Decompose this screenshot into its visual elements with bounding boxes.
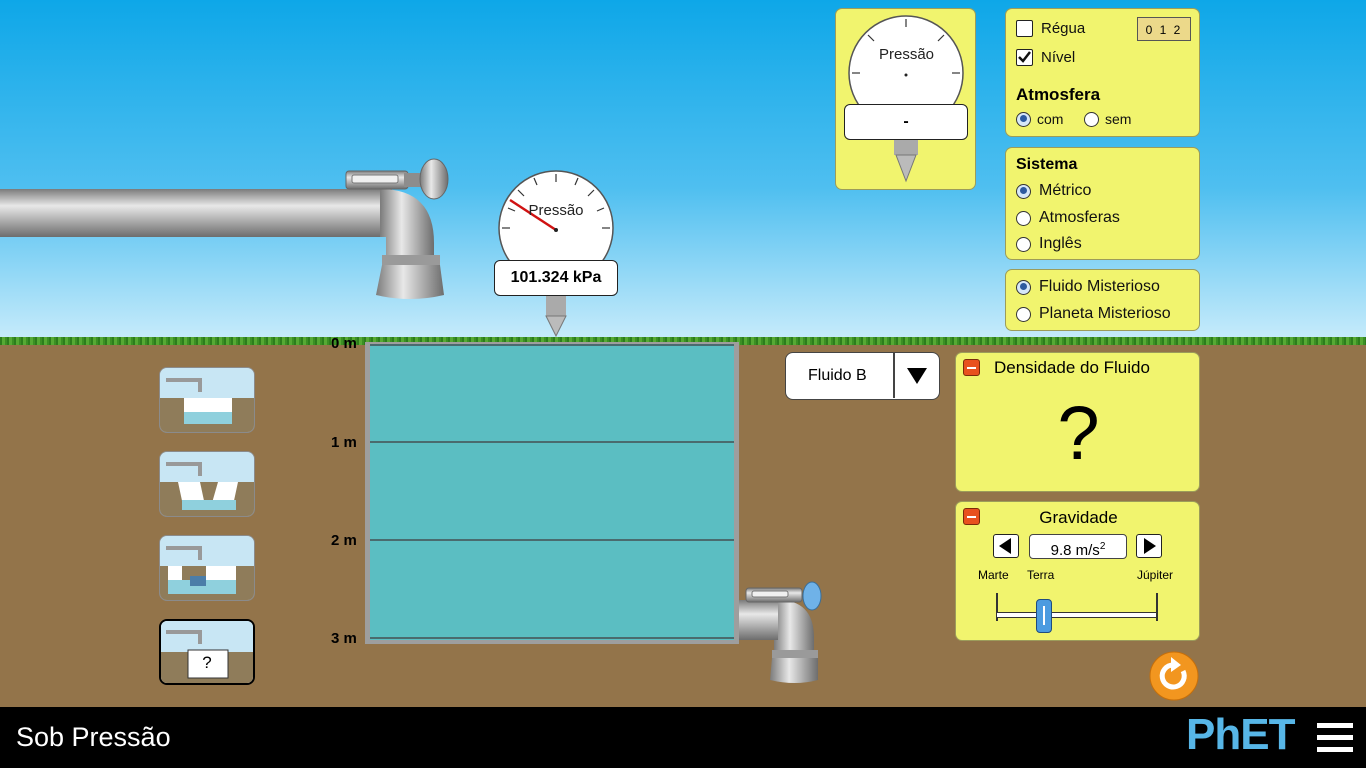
depth-line-1 <box>370 441 734 443</box>
mystery-radio-planet-dot[interactable] <box>1016 306 1031 322</box>
scene-mystery-pool[interactable]: ? <box>159 619 255 685</box>
fluid-density-panel: Densidade do Fluido ? <box>955 352 1200 492</box>
navigation-bar <box>0 707 1366 768</box>
gravity-panel: Gravidade 9.8 m/s2 Marte Terra Júpiter <box>955 501 1200 641</box>
mystery-pool-label: ? <box>202 653 212 672</box>
atmosphere-on-radio-dot[interactable] <box>1016 111 1031 127</box>
bottom-faucet[interactable] <box>734 578 830 688</box>
level-checkbox-box[interactable] <box>1016 49 1033 66</box>
units-panel: Sistema Métrico Atmosferas Inglês <box>1005 147 1200 260</box>
mystery-radio-planet[interactable]: Planeta Misterioso <box>1016 305 1171 323</box>
hamburger-menu-icon[interactable] <box>1317 721 1353 755</box>
gravity-value-field: 9.8 m/s2 <box>1029 534 1127 559</box>
chamber-pool-icon <box>160 536 254 600</box>
collapse-density-button[interactable] <box>963 359 980 376</box>
mystery-radio-fluid[interactable]: Fluido Misterioso <box>1016 278 1160 296</box>
mystery-radio-fluid-dot[interactable] <box>1016 279 1031 295</box>
atmosphere-off-label: sem <box>1105 111 1132 127</box>
pressure-gauge[interactable]: Pressão 101.324 kPa <box>494 170 618 340</box>
gravity-exponent: 2 <box>1099 541 1106 552</box>
atmosphere-title: Atmosfera <box>1016 85 1101 104</box>
gravity-label-mars: Marte <box>978 568 1009 582</box>
fluid-combo-box[interactable]: Fluido B <box>785 352 940 400</box>
units-radio-atmospheres-dot[interactable] <box>1016 210 1031 226</box>
units-title: Sistema <box>1016 156 1078 173</box>
gauge-dial-icon <box>498 170 614 338</box>
toolbox-gauge-readout: - <box>844 104 968 140</box>
depth-line-3 <box>370 637 734 639</box>
depth-label-1: 1 m <box>331 434 357 451</box>
collapse-gravity-button[interactable] <box>963 508 980 525</box>
gravity-label-earth: Terra <box>1027 568 1055 582</box>
units-radio-english-dot[interactable] <box>1016 236 1031 252</box>
chevron-down-icon[interactable] <box>907 368 927 384</box>
gravity-increase-button[interactable] <box>1136 534 1162 558</box>
sim-title: Sob Pressão <box>16 722 171 752</box>
square-pool-icon <box>160 368 254 432</box>
ruler-checkbox-box[interactable] <box>1016 20 1033 37</box>
scene-trapezoid-pool[interactable] <box>159 451 255 517</box>
toolbox-gauge-label: Pressão <box>878 46 935 63</box>
check-icon <box>1018 51 1031 63</box>
units-radio-metric[interactable]: Métrico <box>1016 182 1091 200</box>
ruler-icon[interactable]: 0 1 2 <box>1137 17 1191 41</box>
units-metric-label: Métrico <box>1039 182 1092 199</box>
mystery-planet-label: Planeta Misterioso <box>1039 305 1171 322</box>
fluid-density-title: Densidade do Fluido <box>994 358 1150 377</box>
atmosphere-off-radio-dot[interactable] <box>1084 111 1099 127</box>
gravity-slider-thumb[interactable] <box>1036 599 1053 633</box>
depth-label-0: 0 m <box>331 335 357 352</box>
gauge-label: Pressão <box>528 202 584 219</box>
level-checkbox[interactable]: Nível <box>1016 49 1075 66</box>
fluid-combo-value: Fluido B <box>808 367 867 384</box>
depth-label-3: 3 m <box>331 630 357 647</box>
top-faucet[interactable] <box>0 155 460 305</box>
gravity-title: Gravidade <box>1039 508 1118 527</box>
units-radio-metric-dot[interactable] <box>1016 183 1031 199</box>
arrow-right-icon <box>1144 538 1156 554</box>
reset-all-button[interactable] <box>1149 651 1199 701</box>
gravity-label-jupiter: Júpiter <box>1137 568 1174 582</box>
mystery-pool-icon <box>161 621 253 683</box>
depth-line-2 <box>370 539 734 541</box>
depth-line-0 <box>370 344 734 346</box>
scene-chamber-pool[interactable] <box>159 535 255 601</box>
units-english-label: Inglês <box>1039 235 1082 252</box>
trapezoid-pool-icon <box>160 452 254 516</box>
units-atmospheres-label: Atmosferas <box>1039 209 1120 226</box>
level-label: Nível <box>1041 49 1076 66</box>
gravity-decrease-button[interactable] <box>993 534 1019 558</box>
atmosphere-off-radio[interactable]: sem <box>1084 111 1131 127</box>
atmosphere-on-label: com <box>1037 111 1064 127</box>
mystery-panel: Fluido Misterioso Planeta Misterioso <box>1005 269 1200 331</box>
units-radio-atmospheres[interactable]: Atmosferas <box>1016 209 1120 227</box>
atmosphere-on-radio[interactable]: com <box>1016 111 1063 127</box>
arrow-left-icon <box>999 538 1011 554</box>
tools-panel: Régua 0 1 2 Nível Atmosfera com sem <box>1005 8 1200 137</box>
grass-line <box>0 337 1366 345</box>
gravity-slider-track[interactable] <box>996 612 1157 618</box>
ruler-label: Régua <box>1041 20 1086 37</box>
scene-square-pool[interactable] <box>159 367 255 433</box>
phet-logo[interactable]: PhET <box>1186 710 1295 759</box>
slider-tick-max <box>1156 593 1158 621</box>
fluid-density-value: ? <box>1057 391 1100 476</box>
depth-label-2: 2 m <box>331 532 357 549</box>
gauge-toolbox-panel[interactable]: Pressão - <box>835 8 976 190</box>
gauge-readout: 101.324 kPa <box>494 260 618 296</box>
units-radio-english[interactable]: Inglês <box>1016 235 1082 253</box>
gravity-value: 9.8 m/s <box>1050 542 1100 559</box>
slider-tick-min <box>996 593 998 621</box>
mystery-fluid-label: Fluido Misterioso <box>1039 278 1160 295</box>
water <box>370 344 734 640</box>
toolbox-gauge-icon <box>848 15 964 183</box>
combo-divider <box>893 353 895 398</box>
ruler-checkbox[interactable]: Régua <box>1016 20 1085 37</box>
